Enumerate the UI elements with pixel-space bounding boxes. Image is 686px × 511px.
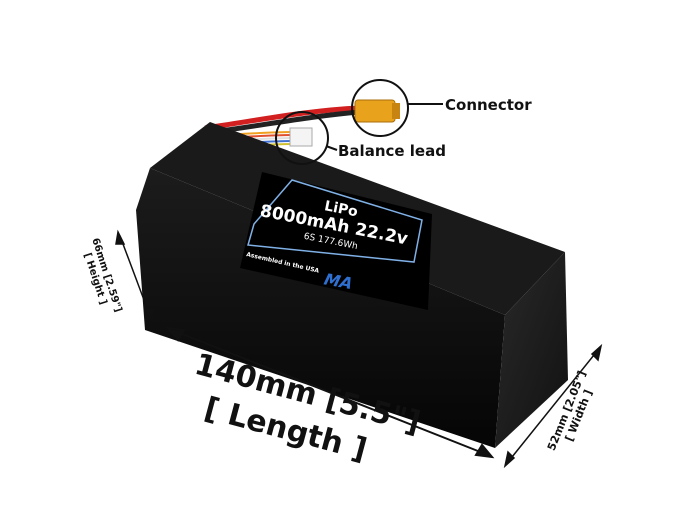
balance-connector: [289, 127, 313, 147]
label-border: [247, 179, 423, 263]
width-arrow: [503, 343, 603, 469]
label-chemistry: LiPo: [323, 198, 359, 220]
brand-logo: MA: [320, 270, 356, 292]
xt-connector: [354, 99, 400, 123]
battery-front-face: [136, 168, 505, 448]
balance-lead-callout: [275, 111, 338, 165]
battery-label: [240, 172, 432, 310]
connector-callout: [351, 79, 443, 137]
length-arrow: [165, 326, 495, 459]
connector-label: Connector: [445, 96, 532, 114]
height-arrow: [115, 229, 155, 323]
balance-lead-label: Balance lead: [338, 142, 446, 160]
battery-end-face: [495, 252, 568, 448]
